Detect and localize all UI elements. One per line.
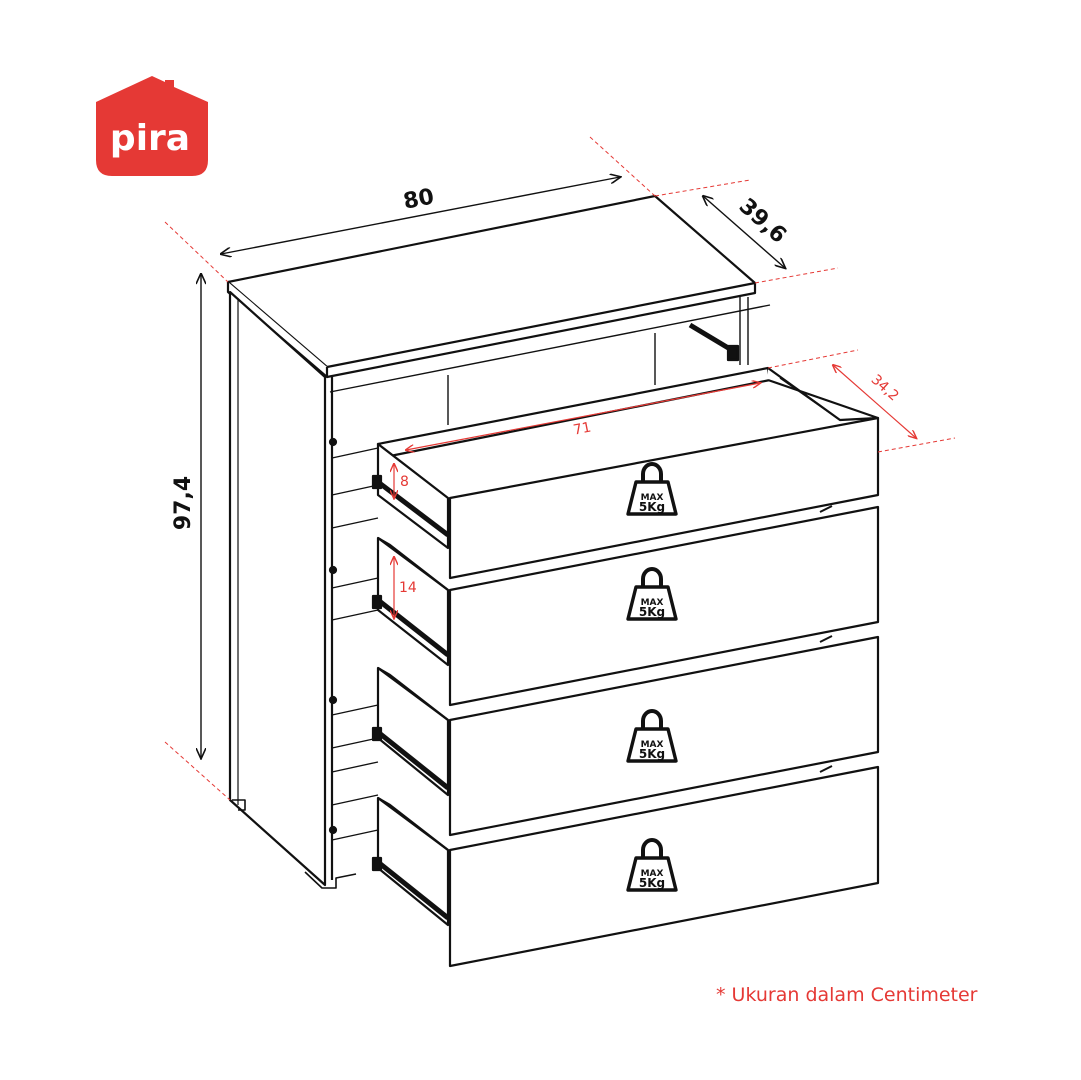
svg-text:5Kg: 5Kg (639, 500, 665, 514)
logo-wordmark: pira (110, 118, 190, 159)
dimension-drawer-2-height: 14 (394, 557, 417, 618)
weight-badge-2: MAX 5Kg (626, 567, 678, 621)
drawer-width-label: 71 (572, 420, 593, 439)
svg-text:5Kg: 5Kg (639, 876, 665, 890)
weight-badge-3: MAX 5Kg (626, 709, 678, 763)
svg-text:MAX: MAX (641, 493, 664, 503)
drawer-1-height-label: 8 (400, 474, 409, 490)
dimension-drawer-1-height: 8 (394, 464, 409, 498)
pira-logo: pira (96, 76, 208, 176)
weight-badge-1: MAX 5Kg (626, 462, 678, 516)
dimension-drawer-width: 71 (406, 383, 760, 450)
svg-text:MAX: MAX (641, 740, 664, 750)
svg-text:5Kg: 5Kg (639, 747, 665, 761)
height-label: 97,4 (171, 476, 196, 530)
svg-text:MAX: MAX (641, 869, 664, 879)
drawer-2-height-label: 14 (399, 580, 417, 596)
dimension-height: 97,4 (171, 274, 201, 758)
width-label: 80 (401, 184, 436, 214)
weight-badge-4: MAX 5Kg (626, 838, 678, 892)
depth-label: 39,6 (734, 194, 791, 249)
units-footnote: * Ukuran dalam Centimeter (716, 984, 978, 1006)
svg-text:MAX: MAX (641, 598, 664, 608)
extension-lines (164, 136, 956, 801)
svg-text:5Kg: 5Kg (639, 605, 665, 619)
dresser-body (226, 194, 771, 889)
dimension-width: 80 (221, 177, 620, 254)
